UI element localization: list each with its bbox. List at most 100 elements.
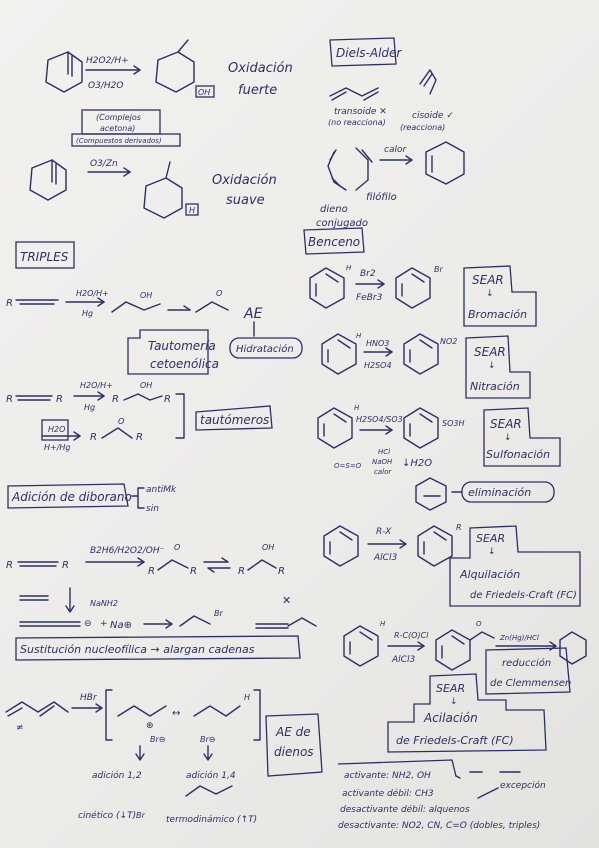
activation-line-1: activante: NH2, OH — [344, 771, 431, 781]
svg-text:R: R — [56, 394, 63, 405]
dieno-line-2: conjugado — [316, 218, 368, 229]
note-line-1: (Complejos — [96, 113, 141, 122]
diene-hbr-addition: ≠ HBr ⊕ Br⊖ ↔ H Br⊖ adición 1,2 adición … — [5, 689, 261, 825]
diels-alder-header: Diels-Alder — [329, 37, 402, 67]
oxidation-1-reagent-top: H2O2/H+ — [86, 56, 129, 66]
acetylide-br: Br — [214, 609, 223, 618]
sulfonacion-so3: O=S=O — [334, 462, 362, 470]
tautomeros-box: tautómeros — [195, 405, 273, 431]
bromacion-box-top: SEAR — [472, 273, 504, 287]
benceno-header: Benceno — [303, 227, 365, 255]
hydration-2-alt-reagent-top: H2O — [48, 425, 65, 434]
borane-reagent: B2H6/H2O2/OH⁻ — [90, 546, 165, 556]
note-line-3: (Compuestos derivados) — [76, 137, 162, 145]
sulfonacion-note-3: calor — [374, 468, 392, 476]
oxidation-2-reaction: O3/Zn H Oxidación suave — [29, 159, 277, 219]
adicion-1-2-label: adición 1,2 — [92, 770, 142, 781]
transoide-line-2: (no reacciona) — [328, 118, 386, 127]
svg-text:R: R — [6, 298, 13, 309]
sin-label: sin — [146, 504, 159, 514]
alquilacion-box-top: SEAR — [476, 532, 505, 545]
acilacion-box-line-3: de Friedels-Craft (FC) — [396, 734, 514, 747]
svg-text:H: H — [380, 620, 386, 628]
sulfonacion-tag: SO3H — [442, 419, 464, 428]
nitracion-reaction: H HNO3 H2SO4 NO2 SEAR ↓ Nitración — [321, 332, 531, 399]
termodinamico-label: termodinámico (↑T) — [166, 815, 257, 825]
adicion-diborano-label: Adición de diborano — [11, 490, 132, 504]
hidratacion-label: Hidratación — [236, 343, 294, 355]
oxidation-2-product-tag: H — [189, 206, 195, 215]
hydration-1-reagent-bottom: Hg — [82, 309, 93, 318]
svg-text:+: + — [100, 619, 108, 629]
oxidation-2-reagent: O3/Zn — [90, 159, 118, 169]
nitracion-reagent-top: HNO3 — [366, 339, 389, 348]
hidratacion-box: Hidratación — [229, 337, 303, 359]
cyclohexene-ring — [45, 51, 83, 93]
tautomeria-box: Tautomería cetoenólica — [127, 329, 219, 375]
oxidation-2-label-1: Oxidación — [212, 173, 277, 188]
svg-text:R: R — [238, 566, 245, 577]
bromacion-reagent-top: Br2 — [360, 269, 376, 279]
svg-text:R: R — [62, 560, 69, 571]
hydration-1-product-tag: O — [216, 289, 222, 298]
activation-notes: activante: NH2, OH activante débil: CH3 … — [337, 759, 546, 831]
sulfonacion-reverse: ↓H2O — [402, 458, 432, 469]
svg-text:H: H — [346, 264, 352, 272]
svg-text:R: R — [90, 432, 97, 443]
oxidation-1-label-2: fuerte — [238, 83, 277, 98]
hydration-2-alt-tag: O — [118, 417, 124, 426]
hydration-1-intermediate-tag: OH — [140, 291, 152, 300]
reduccion-line-2: de Clemmensen — [490, 678, 571, 689]
svg-text:⊖: ⊖ — [84, 619, 92, 629]
oxidation-1-label-1: Oxidación — [228, 61, 293, 76]
svg-text:✕: ✕ — [282, 594, 291, 607]
calor-label: calor — [384, 145, 407, 155]
alquilacion-reagent-top: R-X — [376, 527, 392, 537]
acilacion-box-line-2: Acilación — [423, 711, 478, 725]
triples-title-box — [15, 241, 75, 269]
svg-text:H: H — [354, 404, 360, 412]
sulfonacion-note-2: NaOH — [372, 458, 393, 466]
alquilacion-reaction: R-X AlCl3 R SEAR ↓ Alquilación de Friede… — [323, 523, 581, 607]
bromacion-box-bottom: Bromación — [468, 308, 527, 321]
svg-text:R: R — [136, 432, 143, 443]
svg-text:R: R — [278, 566, 285, 577]
note-line-2: acetona) — [100, 124, 135, 133]
complex-note-box: (Complejos acetona) (Compuestos derivado… — [71, 109, 181, 147]
ae-dienos-box: AE de dienos — [265, 713, 323, 777]
alquilacion-tag: R — [456, 523, 462, 532]
activation-line-4: desactivante: NO2, CN, C=O (dobles, trip… — [338, 821, 540, 831]
hydration-1-reagent-top: H2O/H+ — [76, 289, 109, 298]
excepcion-label: excepción — [500, 780, 546, 791]
bromacion-reagent-bottom: FeBr3 — [356, 293, 383, 303]
oxidation-1-reaction: H2O2/H+ O3/H2O OH Oxidación fuerte — [45, 39, 293, 98]
oxidation-1-product-ring — [155, 51, 195, 93]
tautomeria-line-1: Tautomería — [148, 339, 216, 353]
borane-tag-o: O — [174, 543, 180, 552]
svg-text:R: R — [6, 560, 13, 571]
sulfonacion-box-bottom: Sulfonación — [486, 448, 550, 461]
diene-h: H — [244, 693, 250, 702]
svg-text:R: R — [112, 394, 119, 405]
ae-dienos-line-2: dienos — [274, 745, 314, 759]
alquilacion-box-line-2: Alquilación — [459, 568, 520, 581]
svg-text:↓: ↓ — [486, 289, 494, 299]
borane-hydroboration: R R B2H6/H2O2/OH⁻ R O R R OH R — [6, 543, 285, 577]
svg-text:↓: ↓ — [488, 361, 496, 371]
filofilo-label: filófilo — [366, 191, 397, 203]
svg-text:↓: ↓ — [488, 547, 496, 557]
sulfonacion-box-top: SEAR — [490, 417, 522, 431]
bromacion-reaction: H Br2 FeBr3 Br SEAR ↓ Bromación — [309, 264, 537, 327]
acilacion-reagent-bottom: AlCl3 — [391, 655, 415, 665]
antimk-label: antiMk — [146, 485, 177, 495]
bromacion-tag: Br — [434, 265, 443, 274]
dieno-line-1: dieno — [320, 204, 348, 215]
acetylide-sodium: Na⊕ — [110, 620, 132, 631]
tautomeria-line-2: cetoenólica — [150, 357, 219, 371]
cinetico-br: Br — [136, 811, 145, 820]
ae-dienos-line-1: AE de — [275, 725, 311, 739]
eliminacion-label: eliminación — [468, 486, 531, 499]
activation-line-3: desactivante débil: alquenos — [340, 804, 470, 815]
svg-text:↓: ↓ — [450, 697, 458, 707]
hydration-2-reagent-top: H2O/H+ — [80, 381, 113, 390]
